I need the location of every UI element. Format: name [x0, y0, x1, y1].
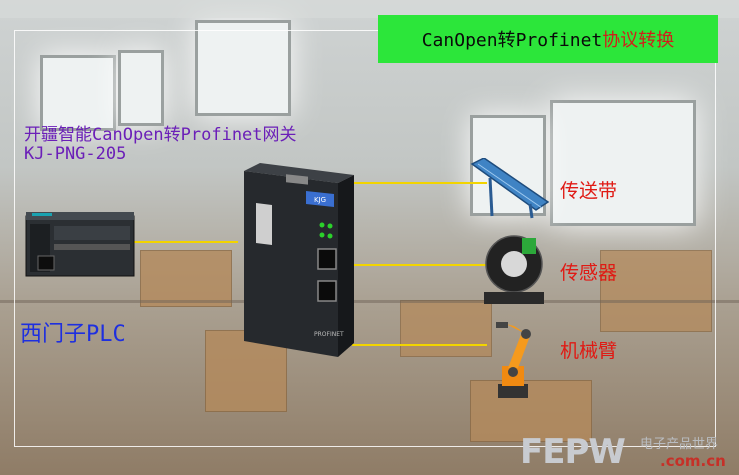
wire-plc-gateway — [132, 241, 238, 243]
svg-text:KJG: KJG — [314, 196, 326, 204]
wire-robot-arm — [352, 344, 487, 346]
device-label-robot-arm: 机械臂 — [560, 340, 618, 362]
background-window — [118, 50, 164, 126]
background-window — [195, 20, 291, 116]
gateway-title: 开疆智能CanOpen转Profinet网关 — [24, 125, 297, 145]
conveyor-rail — [0, 300, 739, 303]
wire-conveyor — [352, 182, 487, 184]
device-label-sensor: 传感器 — [560, 262, 618, 284]
watermark-main: FEPW — [520, 432, 626, 472]
plc-label: 西门子PLC — [20, 322, 126, 347]
banner-text-accent: 协议转换 — [602, 30, 675, 51]
cardboard-box — [400, 300, 492, 357]
siemens-plc-image — [25, 212, 135, 277]
wire-sensor — [352, 264, 487, 266]
watermark-logo: FEPW 电子产品世界 .com.cn — [520, 432, 730, 472]
cardboard-box — [140, 250, 232, 307]
background-window — [40, 55, 116, 131]
background-window — [550, 100, 696, 226]
banner-text-main: CanOpen转Profinet — [421, 30, 603, 51]
gateway-front-mark: PROFINET — [314, 331, 344, 338]
cardboard-box — [470, 380, 592, 442]
gateway-title-block: 开疆智能CanOpen转Profinet网关 KJ-PNG-205 — [24, 126, 297, 164]
sensor-image — [484, 235, 544, 304]
watermark-domain: .com.cn — [660, 452, 726, 470]
gateway-model: KJ-PNG-205 — [24, 144, 127, 164]
robot-arm-image — [496, 322, 531, 398]
device-label-conveyor: 传送带 — [560, 180, 618, 202]
cardboard-box — [600, 250, 712, 332]
content-frame — [14, 30, 716, 447]
conveyor-image — [470, 158, 550, 219]
gateway-device-image: KJG PROFINET — [244, 163, 354, 357]
watermark-sub: 电子产品世界 — [640, 437, 719, 452]
ceiling-beam — [0, 0, 739, 18]
